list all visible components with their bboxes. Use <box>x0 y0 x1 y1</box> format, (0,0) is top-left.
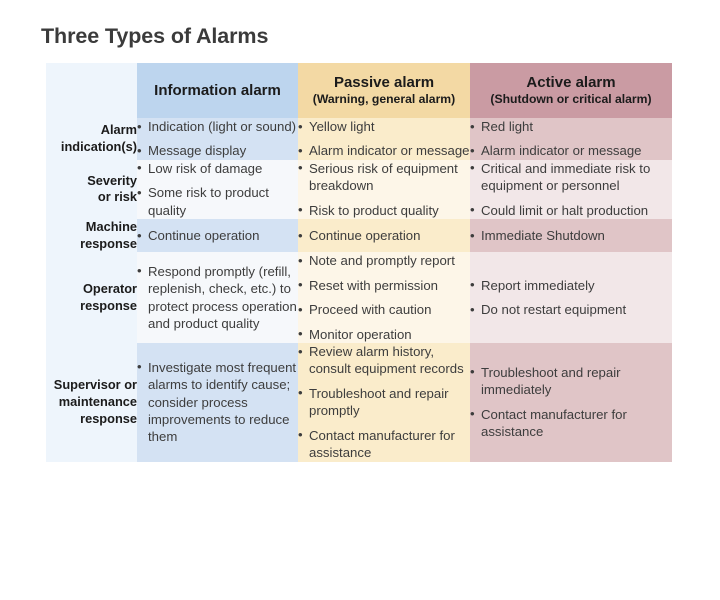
bullet-list: Investigate most frequent alarms to iden… <box>137 358 298 446</box>
bullet-item: Yellow light <box>298 117 470 135</box>
header-corner-cell <box>46 63 137 118</box>
cell-information: Low risk of damageSome risk to product q… <box>137 159 298 220</box>
bullet-item: Respond promptly (refill, replenish, che… <box>137 262 298 333</box>
column-header-active-alarm-subtitle: (Shutdown or critical alarm) <box>490 92 652 107</box>
column-header-passive-alarm-title: Passive alarm <box>333 74 435 92</box>
bullet-item: Some risk to product quality <box>137 184 298 219</box>
bullet-list: Continue operation <box>137 227 298 245</box>
column-header-active-alarm: Active alarm (Shutdown or critical alarm… <box>470 63 672 118</box>
bullet-list: Serious risk of equipment breakdownRisk … <box>298 159 470 219</box>
table-row: OperatorresponseRespond promptly (refill… <box>46 252 672 344</box>
bullet-item: Immediate Shutdown <box>470 227 672 245</box>
bullet-list: Red lightAlarm indicator or message <box>470 117 672 160</box>
bullet-list: Low risk of damageSome risk to product q… <box>137 159 298 219</box>
bullet-item: Continue operation <box>137 227 298 245</box>
bullet-item: Alarm indicator or message <box>298 142 470 160</box>
cell-passive: Yellow lightAlarm indicator or message <box>298 117 470 160</box>
bullet-item: Reset with permission <box>298 276 470 294</box>
cell-active: Red lightAlarm indicator or message <box>470 117 672 160</box>
bullet-item: Troubleshoot and repair promptly <box>298 384 470 420</box>
table-row: MachineresponseContinue operationContinu… <box>46 219 672 253</box>
cell-active: Report immediately Do not restart equipme… <box>470 252 672 344</box>
table-header: Information alarm Passive alarm (Warning… <box>46 63 672 118</box>
cell-information: Indication (light or sound) Message displ… <box>137 117 298 160</box>
bullet-item: Review alarm history, consult equipment … <box>298 343 470 378</box>
column-header-passive-alarm: Passive alarm (Warning, general alarm) <box>298 63 470 118</box>
bullet-item: Continue operation <box>298 227 470 245</box>
bullet-item: Contact manufacturer for assistance <box>298 426 470 462</box>
cell-passive: Note and promptly reportReset with permi… <box>298 252 470 344</box>
column-header-information-alarm: Information alarm <box>137 63 298 118</box>
bullet-list: Immediate Shutdown <box>470 227 672 245</box>
bullet-list: Respond promptly (refill, replenish, che… <box>137 262 298 333</box>
cell-active: Troubleshoot and repair immediatelyConta… <box>470 343 672 462</box>
cell-active: Critical and immediate risk to equipment… <box>470 159 672 220</box>
bullet-item: Do not restart equipment <box>470 301 672 319</box>
cell-information: Investigate most frequent alarms to iden… <box>137 343 298 462</box>
bullet-item: Red light <box>470 117 672 135</box>
bullet-list: Report immediately Do not restart equipme… <box>470 276 672 319</box>
bullet-list: Continue operation <box>298 227 470 245</box>
cell-passive: Continue operation <box>298 219 470 253</box>
bullet-item: Serious risk of equipment breakdown <box>298 159 470 195</box>
bullet-item: Low risk of damage <box>137 159 298 177</box>
bullet-item: Investigate most frequent alarms to iden… <box>137 358 298 446</box>
bullet-item: Critical and immediate risk to equipment… <box>470 159 672 195</box>
cell-active: Immediate Shutdown <box>470 219 672 253</box>
bullet-list: Troubleshoot and repair immediatelyConta… <box>470 363 672 441</box>
bullet-item: Indication (light or sound) <box>137 117 298 135</box>
header-row: Information alarm Passive alarm (Warning… <box>46 63 672 118</box>
cell-information: Continue operation <box>137 219 298 253</box>
bullet-item: Monitor operation <box>298 325 470 343</box>
bullet-item: Report immediately <box>470 276 672 294</box>
column-header-passive-alarm-subtitle: (Warning, general alarm) <box>312 92 456 107</box>
three-types-of-alarms-table: Information alarm Passive alarm (Warning… <box>46 63 672 462</box>
bullet-item: Proceed with caution <box>298 301 470 319</box>
cell-passive: Serious risk of equipment breakdownRisk … <box>298 159 470 220</box>
bullet-list: Critical and immediate risk to equipment… <box>470 159 672 219</box>
bullet-item: Troubleshoot and repair immediately <box>470 363 672 399</box>
bullet-list: Yellow lightAlarm indicator or message <box>298 117 470 160</box>
bullet-list: Note and promptly reportReset with permi… <box>298 252 470 343</box>
bullet-item: Note and promptly report <box>298 252 470 270</box>
bullet-list: Indication (light or sound) Message displ… <box>137 117 298 160</box>
cell-information: Respond promptly (refill, replenish, che… <box>137 252 298 344</box>
bullet-item: Risk to product quality <box>298 201 470 219</box>
bullet-item: Could limit or halt production <box>470 201 672 219</box>
column-header-information-alarm-title: Information alarm <box>154 81 281 99</box>
bullet-list: Review alarm history, consult equipment … <box>298 343 470 462</box>
column-header-active-alarm-title: Active alarm <box>526 74 616 92</box>
bullet-item: Alarm indicator or message <box>470 142 672 160</box>
cell-passive: Review alarm history, consult equipment … <box>298 343 470 462</box>
page-title: Three Types of Alarms <box>41 24 269 48</box>
bullet-item: Contact manufacturer for assistance <box>470 405 672 441</box>
table-row: Supervisor ormaintenanceresponseInvestig… <box>46 343 672 462</box>
bullet-item: Message display <box>137 142 298 160</box>
